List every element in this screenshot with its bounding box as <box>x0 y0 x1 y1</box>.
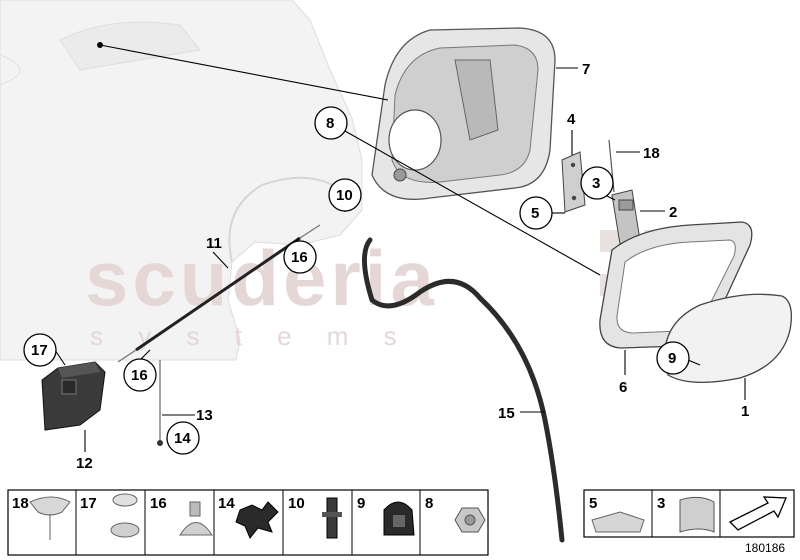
callout-1: 1 <box>741 403 749 420</box>
legend-part-16 <box>179 522 213 536</box>
callout-3: 3 <box>592 175 600 192</box>
legend-num-9: 9 <box>357 495 365 512</box>
filler-housing <box>371 27 556 200</box>
callout-8-circle: 8 <box>314 106 348 140</box>
leader-lines <box>54 44 746 452</box>
callout-12: 12 <box>76 455 93 472</box>
watermark-sub: s y s t e m s <box>90 321 411 351</box>
callout-5: 5 <box>531 205 539 222</box>
legend-part-5 <box>591 511 645 533</box>
callout-6: 6 <box>619 379 627 396</box>
legend-num-16: 16 <box>150 495 167 512</box>
callout-14-circle: 14 <box>166 421 200 455</box>
callout-9: 9 <box>668 350 676 367</box>
callout-17-circle: 17 <box>23 333 57 367</box>
callout-10-circle: 10 <box>328 178 362 212</box>
legend-num-3: 3 <box>657 495 665 512</box>
legend-part-10 <box>326 497 338 539</box>
callout-18: 18 <box>643 145 660 162</box>
callout-4: 4 <box>567 111 576 128</box>
cable-13 <box>157 360 163 446</box>
body-panel <box>0 0 363 361</box>
watermark-brand: scuderia <box>85 234 438 322</box>
callout-11: 11 <box>206 235 222 252</box>
callout-16a-circle: 16 <box>283 240 317 274</box>
callout-14: 14 <box>174 430 191 447</box>
bracket-4 <box>561 151 586 213</box>
cable-11 <box>117 224 321 363</box>
callout-15: 15 <box>498 405 515 422</box>
legend-num-5: 5 <box>589 495 597 512</box>
callout-7: 7 <box>582 61 590 78</box>
callout-3-circle: 3 <box>580 166 614 200</box>
callout-16b-circle: 16 <box>123 358 157 392</box>
callout-2: 2 <box>669 204 677 221</box>
callout-8: 8 <box>326 115 334 132</box>
callouts: 1 2 3 4 5 6 7 8 9 10 11 12 13 14 <box>23 61 749 472</box>
callout-13: 13 <box>196 407 213 424</box>
hinge-2 <box>608 139 641 245</box>
legend-num-8: 8 <box>425 495 433 512</box>
callout-5-circle: 5 <box>519 196 553 230</box>
callout-9-circle: 9 <box>656 341 690 375</box>
callout-16a: 16 <box>291 249 308 266</box>
legend-part-3 <box>679 496 715 533</box>
legend-part-18 <box>29 496 71 516</box>
callout-17: 17 <box>31 342 48 359</box>
legend-left: 18 17 16 14 10 9 8 <box>7 489 489 556</box>
document-id: 180186 <box>745 541 785 555</box>
legend-part-17 <box>112 493 138 507</box>
fuel-flap <box>664 293 793 383</box>
actuator <box>41 361 106 431</box>
callout-10: 10 <box>336 187 353 204</box>
legend-num-10: 10 <box>288 495 305 512</box>
legend-num-14: 14 <box>218 495 235 512</box>
legend-num-17: 17 <box>80 495 97 512</box>
arrow-icon <box>728 496 787 531</box>
legend-part-14 <box>235 501 279 539</box>
drain-hose <box>361 237 565 543</box>
legend-right: 5 3 <box>583 489 795 538</box>
legend-num-18: 18 <box>12 495 29 512</box>
callout-16b: 16 <box>131 367 148 384</box>
